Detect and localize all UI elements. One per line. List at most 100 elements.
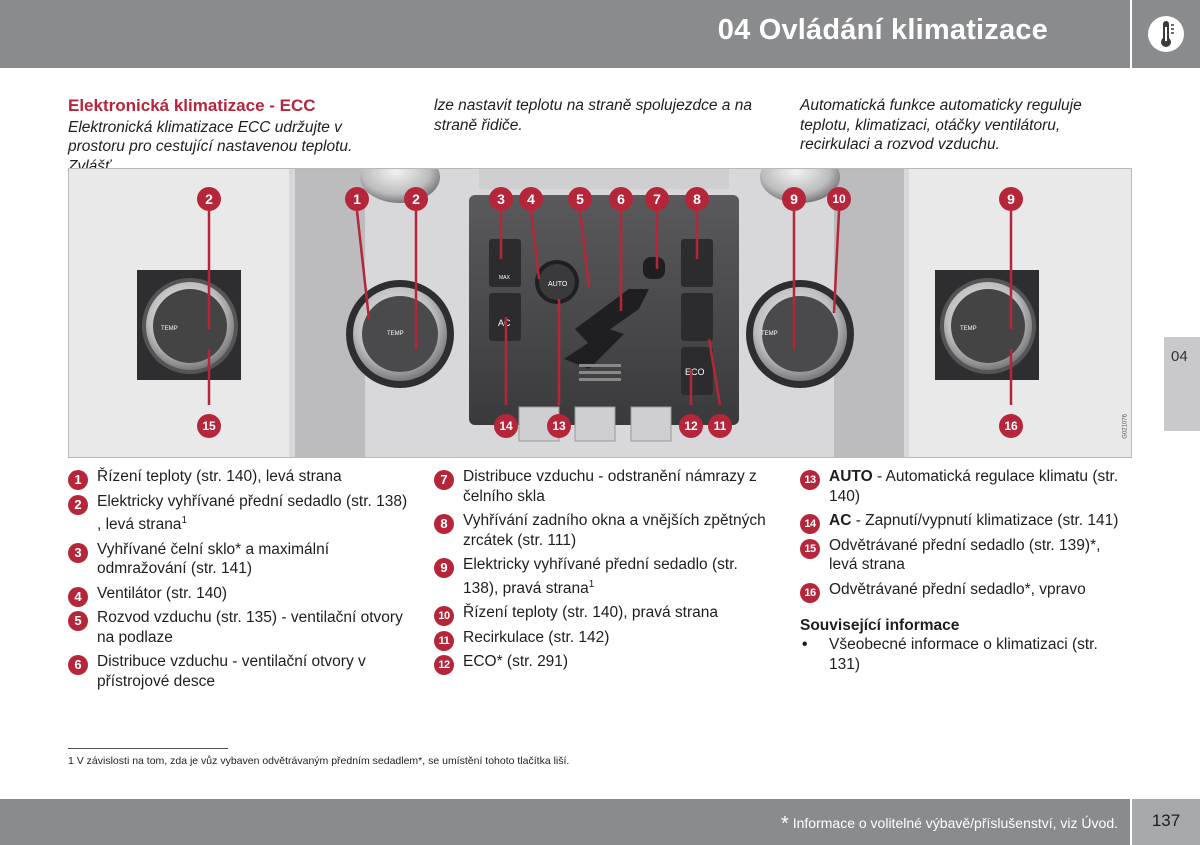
legend-number-badge: 8	[434, 514, 454, 534]
legend-column-3: 13 AUTO - Automatická regulace klimatu (s…	[800, 467, 1130, 674]
legend-item-text: - Automatická regulace klimatu (str. 140…	[829, 468, 1119, 505]
intro-text-1: Elektronická klimatizace ECC udržujte v …	[68, 118, 353, 175]
callout-badge-13: 13	[547, 414, 571, 438]
thermometer-icon	[1148, 16, 1184, 52]
legend-column-2: 7 Distribuce vzduchu - odstranění námrazy…	[434, 467, 774, 677]
chapter-header: 04 Ovládání klimatizace	[0, 0, 1130, 68]
chapter-icon-box	[1132, 0, 1200, 68]
legend-item-text: Řízení teploty (str. 140), levá strana	[97, 468, 342, 485]
footer-note-text: Informace o volitelné výbavě/příslušenst…	[792, 815, 1118, 831]
legend-number-badge: 4	[68, 586, 88, 607]
callout-badge-15: 15	[197, 414, 221, 438]
legend-number-badge: 6	[68, 655, 88, 676]
legend-item-text: Vyhřívání zadního okna a vnějších zpětný…	[463, 512, 766, 549]
related-info-link[interactable]: Všeobecné informace o klimatizaci (str. …	[829, 636, 1098, 673]
climate-panel-illustration: TEMP TEMP TEMP TEMP AUTO AC ECO MAX	[137, 169, 1039, 457]
chapter-title: 04 Ovládání klimatizace	[717, 14, 1048, 46]
legend-item-text: ECO* (str. 291)	[463, 653, 569, 671]
legend-item-text: Odvětrávané přední sedadlo*, vpravo	[829, 580, 1086, 598]
page-number: 137	[1151, 811, 1181, 830]
intro-column-1: Elektronická klimatizace - ECC Elektroni…	[68, 96, 398, 176]
legend-number-badge: 13	[800, 470, 820, 490]
legend-item-13: 13 AUTO - Automatická regulace klimatu (s…	[800, 467, 1130, 506]
legend-number-badge: 15	[800, 538, 820, 559]
chapter-side-tab[interactable]: 04	[1164, 337, 1200, 431]
footnote-marker: 1	[181, 515, 187, 526]
legend-item-text: Ventilátor (str. 140)	[97, 584, 228, 602]
legend-item-12: 12 ECO* (str. 291)	[434, 652, 774, 676]
callout-badge-7: 7	[645, 187, 669, 211]
callout-badge-6: 6	[609, 187, 633, 211]
left-knob-temp-label: TEMP	[161, 326, 178, 332]
related-info-title: Související informace	[800, 617, 960, 634]
section-title: Elektronická klimatizace - ECC	[68, 96, 316, 115]
callout-badge-9: 9	[999, 187, 1023, 211]
callout-badge-10: 10	[827, 187, 851, 211]
related-info-item[interactable]: • Všeobecné informace o klimatizaci (str…	[800, 635, 1130, 674]
callout-badge-14: 14	[494, 414, 518, 438]
callout-badge-8: 8	[685, 187, 709, 211]
legend-number-badge: 2	[68, 494, 88, 515]
legend-number-badge: 12	[434, 655, 454, 676]
legend-item-4: 4 Ventilátor (str. 140)	[68, 584, 408, 607]
callout-badge-11: 11	[708, 414, 732, 438]
callout-badge-2: 2	[197, 187, 221, 211]
eco-button-label: ECO	[685, 367, 705, 377]
intro-text-3: Automatická funkce automaticky reguluje …	[800, 97, 1082, 153]
legend-item-text: Rozvod vzduchu (str. 135) - ventilační o…	[97, 609, 403, 646]
callout-badge-4: 4	[519, 187, 543, 211]
callout-badge-3: 3	[489, 187, 513, 211]
max-button-label: MAX	[499, 275, 511, 281]
legend-item-16: 16 Odvětrávané přední sedadlo*, vpravo	[800, 580, 1130, 603]
legend-number-badge: 5	[68, 611, 88, 632]
legend-number-badge: 14	[800, 514, 820, 534]
callout-badge-12: 12	[679, 414, 703, 438]
legend-item-text: - Zapnutí/vypnutí klimatizace (str. 141)	[851, 512, 1119, 529]
legend-item-text: Odvětrávané přední sedadlo (str. 139)*, …	[829, 536, 1101, 574]
climate-panel-figure: TEMP TEMP TEMP TEMP AUTO AC ECO MAX	[68, 168, 1132, 458]
callout-badge-2: 2	[404, 187, 428, 211]
legend-item-3: 3 Vyhřívané čelní sklo* a maximální odmra…	[68, 540, 408, 579]
legend-item-2: 2 Elektricky vyhřívané přední sedadlo (st…	[68, 492, 408, 535]
legend-item-text: Distribuce vzduchu - ventilační otvory v…	[97, 653, 366, 690]
intro-text-2: lze nastavit teplotu na straně spolujezd…	[434, 97, 752, 134]
legend-number-badge: 16	[800, 582, 820, 603]
intro-column-2: lze nastavit teplotu na straně spolujezd…	[434, 96, 764, 135]
legend-item-8: 8 Vyhřívání zadního okna a vnějších zpětn…	[434, 511, 774, 550]
legend-number-badge: 11	[434, 630, 454, 651]
page-number-box: 137	[1132, 799, 1200, 845]
footnote-marker: 1	[588, 578, 595, 590]
legend-item-6: 6 Distribuce vzduchu - ventilační otvory …	[68, 652, 408, 691]
legend-item-text: Vyhřívané čelní sklo* a maximální odmraž…	[97, 540, 330, 578]
footnote-divider	[68, 748, 228, 749]
legend-number-badge: 9	[434, 558, 454, 578]
legend-item-7: 7 Distribuce vzduchu - odstranění námrazy…	[434, 467, 774, 506]
legend-number-badge: 10	[434, 606, 454, 627]
callout-badge-9: 9	[782, 187, 806, 211]
figure-code: G021076	[1123, 414, 1129, 439]
legend-item-5: 5 Rozvod vzduchu (str. 135) - ventilační …	[68, 608, 408, 647]
callout-badge-16: 16	[999, 414, 1023, 438]
callout-badge-5: 5	[568, 187, 592, 211]
callout-badge-1: 1	[345, 187, 369, 211]
legend-number-badge: 3	[68, 542, 88, 563]
ac-button-label: AC	[498, 318, 511, 328]
auto-button-label: AUTO	[548, 281, 568, 288]
legend-item-text: Elektricky vyhřívané přední sedadlo (str…	[97, 492, 408, 534]
side-tab-label: 04	[1171, 348, 1188, 365]
inner-right-temp-label: TEMP	[761, 331, 778, 337]
page-footer: *Informace o volitelné výbavě/příslušens…	[0, 799, 1130, 845]
intro-column-3: Automatická funkce automaticky reguluje …	[800, 96, 1130, 155]
legend-item-text: Distribuce vzduchu - odstranění námrazy …	[463, 468, 757, 505]
legend-item-keyword: AUTO	[829, 468, 873, 485]
bullet-icon: •	[802, 636, 808, 653]
footer-note: *Informace o volitelné výbavě/příslušens…	[781, 813, 1118, 836]
inner-left-temp-label: TEMP	[387, 331, 404, 337]
legend-number-badge: 7	[434, 470, 454, 490]
